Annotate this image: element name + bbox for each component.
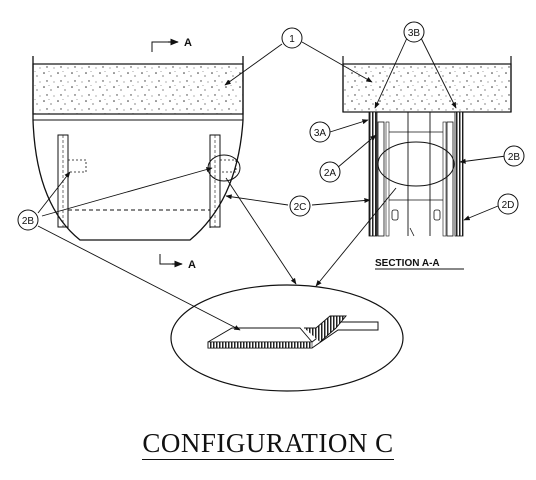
svg-text:1: 1: [289, 34, 295, 45]
detail-ellipse: [170, 284, 404, 392]
callout-2a: 2A: [319, 161, 341, 183]
callout-2b-left: 2B: [17, 209, 39, 231]
callout-2c: 2C: [289, 195, 311, 217]
detail-circle-right: [377, 141, 455, 187]
beam-outline: [32, 56, 244, 241]
callout-2d: 2D: [497, 193, 519, 215]
callout-3b: 3B: [403, 21, 425, 43]
svg-text:2B: 2B: [508, 152, 521, 163]
svg-text:2D: 2D: [502, 200, 515, 211]
svg-text:2C: 2C: [294, 202, 307, 213]
callout-3a: 3A: [309, 121, 331, 143]
svg-text:2A: 2A: [324, 168, 337, 179]
left-elevation-view: [32, 56, 244, 241]
figure-caption: CONFIGURATION C: [0, 428, 536, 460]
view-mark-top: A: [184, 37, 192, 49]
caption-text: CONFIGURATION C: [142, 428, 394, 460]
detail-enlargement: [170, 284, 404, 392]
section-cut-top: [151, 38, 179, 52]
view-mark-bottom: A: [188, 259, 196, 271]
section-a-a-view: [342, 56, 512, 237]
callout-2b-right: 2B: [503, 145, 525, 167]
concrete-deck-right: [342, 63, 512, 113]
svg-text:3A: 3A: [314, 128, 327, 139]
concrete-deck-left: [32, 63, 244, 115]
svg-text:2B: 2B: [22, 216, 35, 227]
section-cut-bottom: [159, 254, 183, 268]
leader-lines: [37, 37, 507, 331]
callout-1: 1: [281, 27, 303, 49]
section-label: SECTION A-A: [375, 258, 440, 269]
svg-text:3B: 3B: [408, 28, 421, 39]
